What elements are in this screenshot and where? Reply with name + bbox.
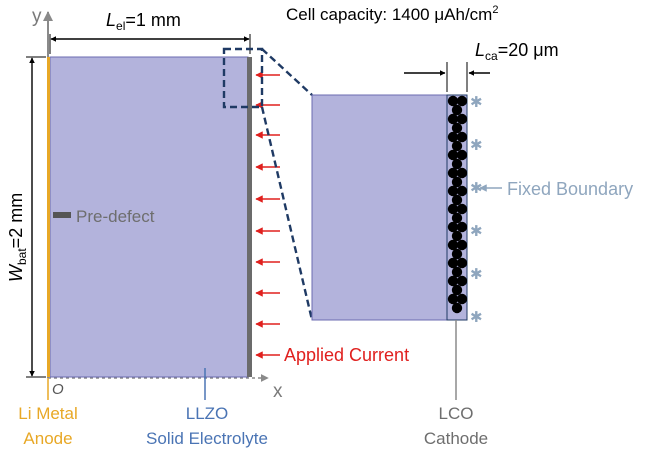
applied-current-arrows [255, 71, 280, 359]
component-labels: Li Metal Anode LLZO Solid Electrolyte LC… [18, 404, 488, 448]
cathode-particle [451, 140, 463, 152]
cathode-particle [456, 113, 468, 125]
anode-label-line1: Li Metal [18, 404, 78, 423]
cathode-particle [456, 257, 468, 269]
cathode-particle [451, 194, 463, 206]
cathode-particle [447, 203, 459, 215]
solid-electrolyte-region [49, 56, 249, 378]
electrolyte-label-line1: LLZO [186, 404, 229, 423]
cathode-particle [447, 185, 459, 197]
cathode-particle [451, 104, 463, 116]
cathode-particle [451, 266, 463, 278]
zoom-source-box [222, 47, 264, 109]
electrolyte-length-label: Lel=1 mm [106, 10, 181, 33]
cathode-particle [451, 302, 463, 314]
cathode-particle [447, 131, 459, 143]
cathode-particle [456, 185, 468, 197]
cathode-particle [456, 239, 468, 251]
cathode-particle [447, 167, 459, 179]
electrolyte-label-line2: Solid Electrolyte [146, 429, 268, 448]
cathode-particle [447, 221, 459, 233]
cathode-particle [447, 275, 459, 287]
cathode-particle [456, 221, 468, 233]
x-axis-label: x [273, 381, 283, 402]
cathode-particle [456, 131, 468, 143]
cathode-particle [456, 293, 468, 305]
zoomed-view: ✱ ✱ ✱ ✱ ✱ ✱ [311, 93, 483, 326]
cathode-length-label: Lca=20 μm [475, 40, 559, 63]
cathode-label-line1: LCO [439, 404, 474, 423]
cathode-particle [456, 95, 468, 107]
cathode-particle [451, 284, 463, 296]
zoomed-electrolyte-region [311, 94, 448, 321]
cathode-particle [447, 113, 459, 125]
electrolyte-length-dimension: Lel=1 mm [49, 10, 251, 54]
cathode-particle [451, 248, 463, 260]
cathode-particle [456, 275, 468, 287]
cathode-particles [447, 95, 468, 314]
battery-width-dimension: Wbat=2 mm [6, 56, 46, 378]
cathode-particle [447, 257, 459, 269]
cathode-particle [447, 95, 459, 107]
cathode-particle [451, 176, 463, 188]
zoom-callout [222, 47, 314, 321]
y-axis-label: y [32, 6, 42, 27]
cathode-particle [451, 212, 463, 224]
anode-label-line2: Anode [23, 429, 72, 448]
zoom-line-top [261, 48, 313, 96]
fixed-boundary-star-icon: ✱ [470, 222, 483, 240]
fixed-boundary-star-icon: ✱ [470, 93, 483, 111]
fixed-boundary-label: Fixed Boundary [507, 179, 633, 199]
cathode-particle [456, 167, 468, 179]
cell-capacity-label: Cell capacity: 1400 μAh/cm2 [286, 4, 498, 24]
cathode-particle [447, 239, 459, 251]
li-metal-anode-strip [47, 57, 50, 377]
cathode-particle [447, 149, 459, 161]
cathode-particle [451, 122, 463, 134]
cathode-strip [247, 57, 252, 377]
cathode-particle [451, 158, 463, 170]
cathode-length-dimension: Lca=20 μm [404, 40, 559, 92]
cell-domain: Pre-defect [47, 56, 252, 378]
cathode-particle [456, 149, 468, 161]
fixed-boundary-markers: ✱ ✱ ✱ ✱ ✱ ✱ [470, 93, 483, 326]
cathode-particle [451, 230, 463, 242]
pre-defect-label: Pre-defect [76, 207, 155, 226]
battery-width-label: Wbat=2 mm [6, 193, 29, 282]
cathode-label-line2: Cathode [424, 429, 488, 448]
cathode-particle [456, 203, 468, 215]
cathode-particle [447, 293, 459, 305]
fixed-boundary-star-icon: ✱ [470, 308, 483, 326]
origin-label: O [52, 381, 64, 398]
fixed-boundary-star-icon: ✱ [470, 136, 483, 154]
applied-current-label: Applied Current [284, 345, 409, 365]
fixed-boundary-star-icon: ✱ [470, 265, 483, 283]
pre-defect-mark [53, 212, 71, 218]
leader-lines [47, 320, 457, 400]
fixed-boundary-star-icon: ✱ [470, 179, 483, 197]
zoom-line-bottom [260, 106, 314, 321]
